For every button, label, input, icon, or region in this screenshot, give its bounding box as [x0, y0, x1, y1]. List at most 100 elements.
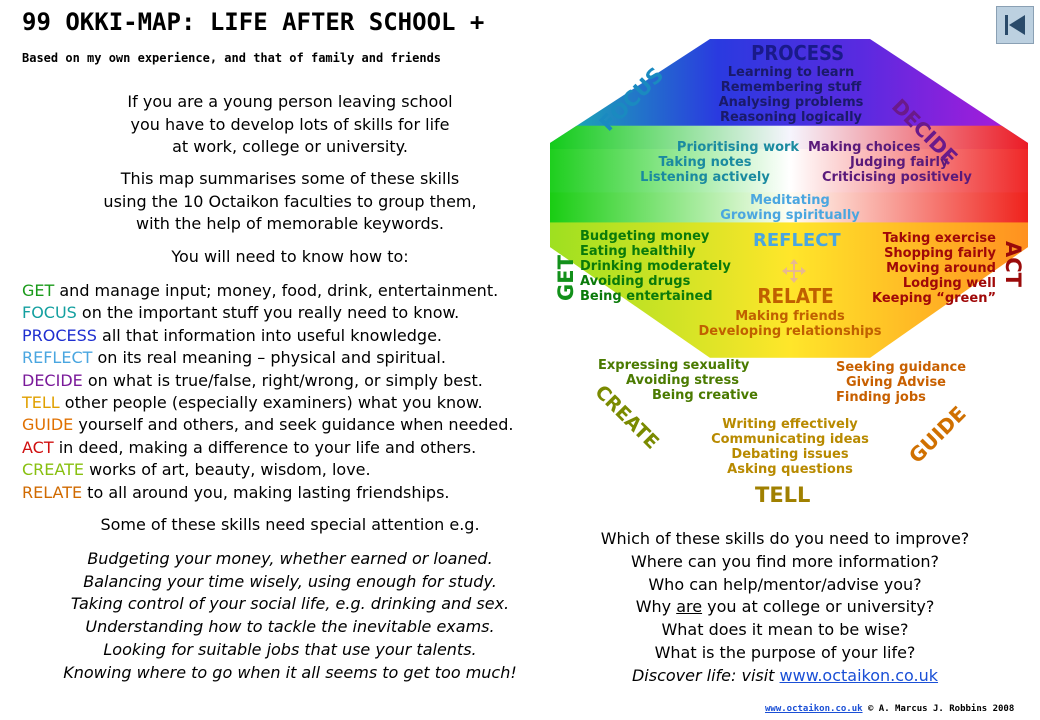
focus-item: Prioritising work — [676, 140, 800, 155]
intro-line: This map summarises some of these skills — [120, 169, 460, 188]
tell-item: Communicating ideas — [711, 432, 869, 447]
octaikon-link[interactable]: www.octaikon.co.uk — [779, 665, 939, 685]
act-item: Moving around — [886, 261, 996, 276]
faculty-keyword: TELL — [22, 393, 60, 413]
decide-items: Making choices Judging fairly Criticisin… — [802, 140, 982, 185]
create-items: Expressing sexuality Avoiding stress Bei… — [598, 358, 768, 403]
page-subtitle: Based on my own experience, and that of … — [22, 51, 442, 65]
footer-credit: www.octaikon.co.uk © A. Marcus J. Robbin… — [765, 704, 1014, 714]
question: Which of these skills do you need to imp… — [600, 529, 970, 548]
intro-paragraph-1: If you are a young person leaving school… — [40, 91, 540, 159]
octagon-labels: PROCESS Learning to learn Remembering st… — [550, 39, 1030, 359]
focus-item: Taking notes — [658, 155, 752, 170]
faculty-text: on the important stuff you really need t… — [76, 303, 460, 323]
faculty-line-focus: FOCUS on the important stuff you really … — [22, 302, 562, 324]
question: What does it mean to be wise? — [661, 620, 909, 640]
special-attention-list: Budgeting your money, whether earned or … — [40, 548, 540, 684]
question-part: you at college or university? — [702, 597, 935, 617]
faculty-line-process: PROCESS all that information into useful… — [22, 325, 562, 347]
relate-heading: RELATE — [757, 284, 834, 308]
intro-paragraph-2: This map summarises some of these skills… — [40, 168, 540, 236]
create-item: Expressing sexuality — [598, 358, 750, 373]
decide-item: Making choices — [808, 140, 921, 155]
special-item: Understanding how to tackle the inevitab… — [85, 617, 495, 637]
question: Where can you find more information? — [630, 551, 940, 571]
special-attention-intro: Some of these skills need special attent… — [100, 515, 480, 534]
special-item: Budgeting your money, whether earned or … — [87, 549, 493, 568]
intro-line: using the 10 Octaikon faculties to group… — [103, 191, 477, 211]
faculty-keyword: FOCUS — [22, 303, 77, 323]
faculty-line-get: GET and manage input; money, food, drink… — [22, 280, 562, 302]
octagon-lower-labels: Expressing sexuality Avoiding stress Bei… — [550, 39, 1030, 519]
faculty-text: works of art, beauty, wisdom, love. — [83, 460, 371, 480]
reflect-heading: REFLECT — [753, 230, 841, 251]
get-item: Avoiding drugs — [580, 274, 691, 289]
relate-items: Making friends Developing relationships — [690, 309, 890, 339]
special-item: Knowing where to go when it all seems to… — [63, 662, 517, 682]
focus-items: Prioritising work Taking notes Listening… — [610, 140, 800, 185]
question-part: Why — [635, 597, 677, 617]
guide-heading: GUIDE — [904, 401, 971, 468]
get-item: Drinking moderately — [580, 259, 731, 274]
intro-line: at work, college or university. — [172, 137, 408, 156]
question: What is the purpose of your life? — [654, 642, 916, 662]
faculty-text: in deed, making a difference to your lif… — [53, 437, 477, 457]
footer-copyright: © A. Marcus J. Robbins 2008 — [862, 704, 1015, 714]
process-item: Learning to learn — [727, 65, 855, 80]
guide-items: Seeking guidance Giving Advise Finding j… — [836, 360, 986, 405]
reflect-item: Growing spiritually — [720, 208, 860, 223]
footer-link[interactable]: www.octaikon.co.uk — [765, 704, 863, 714]
intro-paragraph-3: You will need to know how to: — [40, 246, 540, 269]
get-item: Being entertained — [580, 289, 713, 304]
question-part: Discover life: visit — [631, 665, 780, 685]
intro-line: If you are a young person leaving school — [127, 92, 453, 111]
process-item: Reasoning logically — [719, 110, 863, 125]
intro-line: You will need to know how to: — [171, 247, 409, 266]
faculty-line-decide: DECIDE on what is true/false, right/wron… — [22, 370, 562, 392]
faculty-line-reflect: REFLECT on its real meaning – physical a… — [22, 347, 562, 369]
question: Discover life: visit www.octaikon.co.uk — [560, 665, 1010, 688]
faculty-keyword: ACT — [22, 437, 54, 457]
create-item: Being creative — [652, 388, 758, 403]
tell-heading: TELL — [755, 483, 811, 507]
act-item: Lodging well — [902, 276, 996, 291]
faculty-text: on what is true/false, right/wrong, or s… — [82, 370, 483, 390]
intro-line: with the help of memorable keywords. — [135, 214, 445, 233]
faculty-line-guide: GUIDE yourself and others, and seek guid… — [22, 414, 562, 436]
tell-item: Asking questions — [727, 462, 853, 477]
focus-item: Listening actively — [640, 170, 770, 185]
skip-back-icon — [1005, 15, 1025, 35]
get-item: Budgeting money — [580, 229, 710, 244]
back-button[interactable] — [996, 6, 1034, 44]
decide-item: Judging fairly — [850, 155, 949, 170]
faculty-text: on its real meaning – physical and spiri… — [92, 348, 446, 368]
faculty-text: all that information into useful knowled… — [96, 325, 442, 345]
page-title: 99 OKKI-MAP: LIFE AFTER SCHOOL + — [22, 8, 485, 36]
tell-item: Writing effectively — [722, 417, 858, 432]
faculty-keyword: DECIDE — [22, 370, 83, 390]
guide-item: Finding jobs — [836, 390, 926, 405]
faculty-text: other people (especially examiners) what… — [59, 393, 483, 413]
faculty-line-act: ACT in deed, making a difference to your… — [22, 437, 562, 459]
octaikon-octagon — [550, 39, 1028, 358]
create-item: Avoiding stress — [626, 373, 739, 388]
act-item: Taking exercise — [882, 231, 996, 246]
faculty-text: and manage input; money, food, drink, en… — [54, 281, 499, 300]
process-heading: PROCESS — [751, 41, 845, 65]
faculty-keyword: REFLECT — [22, 348, 93, 368]
relate-item: Developing relationships — [698, 324, 882, 339]
faculty-text: yourself and others, and seek guidance w… — [73, 415, 514, 435]
faculty-keyword: GUIDE — [22, 415, 74, 435]
question: Who can help/mentor/advise you? — [648, 574, 922, 594]
process-items: Learning to learn Remembering stuff Anal… — [710, 65, 872, 125]
faculty-line-create: CREATE works of art, beauty, wisdom, lov… — [22, 459, 562, 481]
faculty-line-tell: TELL other people (especially examiners)… — [22, 392, 562, 414]
reflection-questions: Which of these skills do you need to imp… — [560, 528, 1010, 688]
act-item: Keeping “green” — [871, 291, 996, 306]
decide-item: Criticising positively — [822, 170, 972, 185]
tell-item: Debating issues — [731, 447, 849, 462]
relate-item: Making friends — [735, 309, 845, 324]
reflect-item: Meditating — [750, 193, 830, 208]
act-item: Shopping fairly — [884, 246, 996, 261]
reflect-items: Meditating Growing spiritually — [710, 193, 870, 223]
